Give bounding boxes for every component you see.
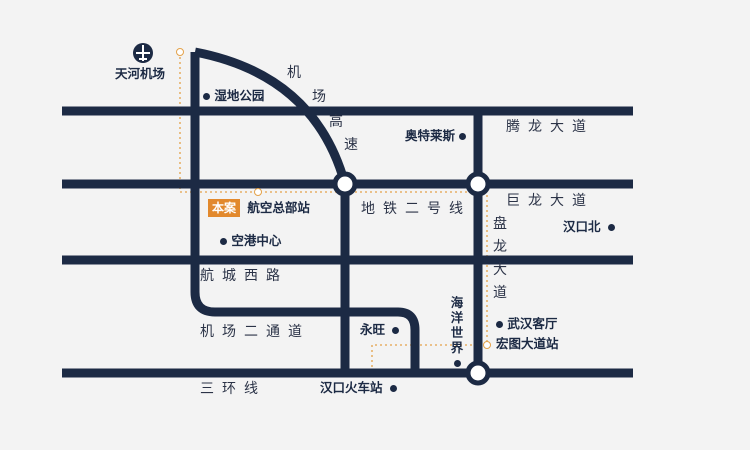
metro-line-2 <box>179 52 488 368</box>
poi-yongwang: 永旺 <box>360 323 400 337</box>
poi-project: 本案 航空总部站 <box>208 199 310 217</box>
label-hangcheng-west: 航城西路 <box>200 268 288 284</box>
label-julong: 巨龙大道 <box>506 193 594 209</box>
label-tenglong: 腾龙大道 <box>506 119 594 135</box>
dot-icon <box>220 238 227 245</box>
dot-icon <box>392 327 400 334</box>
airplane-icon <box>133 43 153 63</box>
label-airport-expressway-3: 高 <box>329 114 343 130</box>
road-airport-second <box>190 52 420 373</box>
poi-hankou-station: 汉口火车站 <box>320 381 397 395</box>
label-metro-2: 地铁二号线 <box>361 201 471 217</box>
poi-airport-center: 空港中心 <box>220 234 281 248</box>
project-badge: 本案 <box>208 199 241 217</box>
poi-wetland: 湿地公园 <box>203 89 264 103</box>
label-third-ring: 三环线 <box>200 381 266 397</box>
dot-icon <box>607 224 615 231</box>
metro-m-icon <box>176 48 491 349</box>
dot-icon <box>454 355 461 371</box>
dot-icon <box>203 93 210 100</box>
poi-wuhan-bus: 武汉客厅 <box>496 317 557 331</box>
dot-icon <box>459 133 467 140</box>
poi-hankou-north: 汉口北 <box>563 220 615 234</box>
poi-outlets: 奥特莱斯 <box>405 129 467 143</box>
road-airport-expressway <box>194 47 350 373</box>
interchange-ring-icon <box>465 360 491 386</box>
poi-ocean-world: 海 洋 世 界 <box>450 295 464 355</box>
interchange-ring-icon <box>332 171 358 197</box>
poi-airport: 天河机场 <box>115 66 166 81</box>
interchange-ring-icon <box>465 171 491 197</box>
label-panlong: 盘 龙 大 道 <box>493 216 507 301</box>
label-airport-expressway-4: 速 <box>344 137 358 153</box>
dot-icon <box>496 321 503 328</box>
dot-icon <box>389 385 397 392</box>
label-airport-expressway-2: 场 <box>312 89 326 105</box>
label-airport-second: 机场二通道 <box>200 324 310 340</box>
poi-hongtu-station: 宏图大道站 <box>496 336 559 351</box>
label-airport-expressway-1: 机 <box>287 65 301 81</box>
